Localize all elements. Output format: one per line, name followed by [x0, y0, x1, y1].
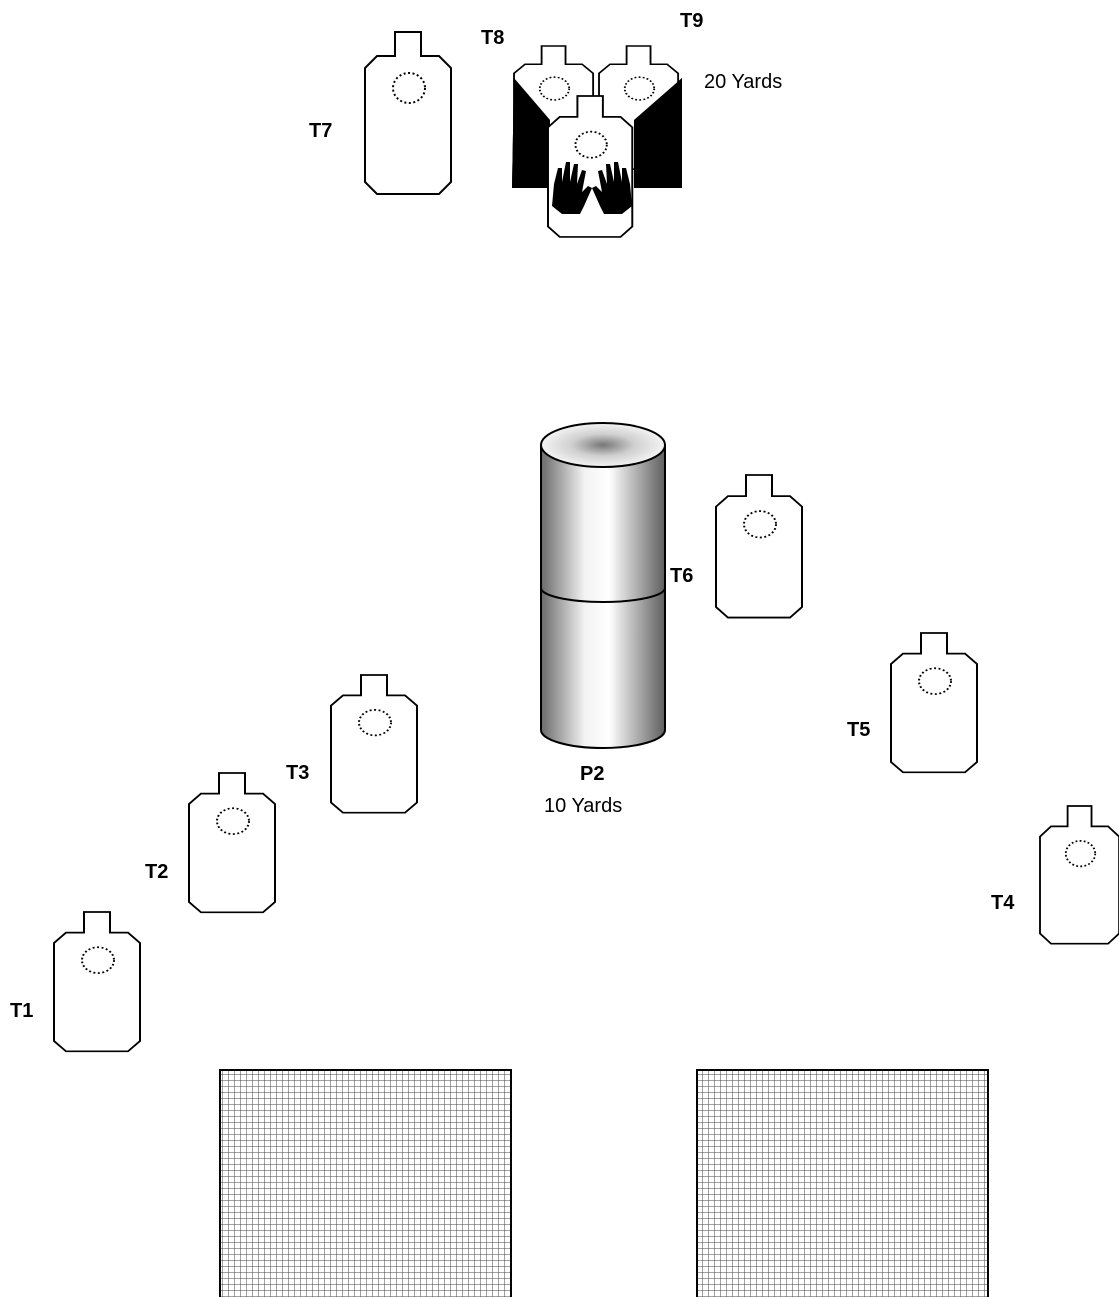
target-t5 [890, 632, 978, 774]
target-t3 [330, 674, 418, 814]
label-t1: T1 [10, 1000, 33, 1022]
target-t2 [188, 772, 276, 914]
target-group-far [512, 45, 682, 238]
label-t6: T6 [670, 565, 693, 587]
mesh-wall-left [219, 1069, 512, 1297]
label-t4: T4 [991, 892, 1015, 914]
target-t1 [53, 911, 141, 1053]
label-distance-far: 20 Yards [704, 71, 782, 93]
label-t2: T2 [145, 861, 168, 883]
target-t4 [1039, 805, 1119, 945]
label-prop: P2 [580, 763, 604, 785]
label-t8: T8 [481, 27, 504, 49]
target-t6 [715, 474, 803, 619]
target-t7 [364, 31, 452, 195]
label-t9: T9 [680, 10, 703, 32]
label-distance-prop: 10 Yards [544, 795, 622, 817]
label-t7: T7 [309, 120, 332, 142]
mesh-wall-right [696, 1069, 989, 1297]
barrel-icon [540, 422, 666, 749]
label-t3: T3 [286, 762, 309, 784]
label-t5: T5 [847, 719, 870, 741]
no-shoot-target [547, 95, 634, 238]
